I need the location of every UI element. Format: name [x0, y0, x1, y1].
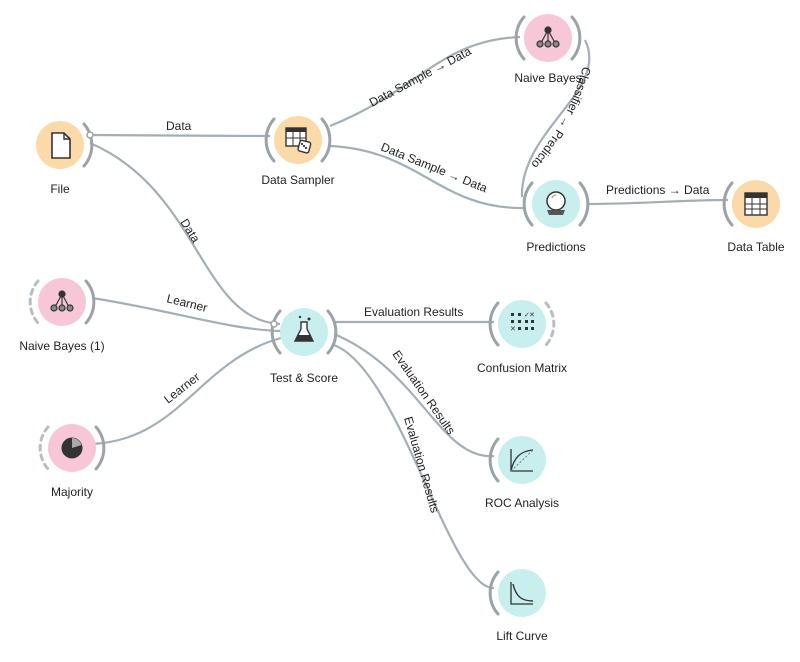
widget-title: Data Sampler	[261, 173, 334, 187]
svg-text:✓: ✓	[524, 311, 530, 319]
output-anchor-arc	[578, 181, 590, 227]
data-table-widget[interactable]: Data Table	[722, 180, 785, 254]
input-anchor-arc	[270, 309, 282, 355]
link-label: Predictions → Data	[606, 183, 710, 197]
roc-curve-icon	[510, 449, 534, 472]
crystal-ball-icon	[546, 191, 566, 215]
output-anchor-arc	[94, 425, 106, 471]
link-label: Evaluation Results	[390, 348, 458, 437]
output-anchor-arc	[544, 301, 556, 347]
svg-text:✕: ✕	[529, 311, 535, 319]
link-label: Evaluation Results	[401, 415, 442, 514]
output-anchor-arc	[84, 279, 96, 325]
link-label: Data Sample → Data	[379, 140, 490, 196]
naive-bayes-1-widget[interactable]: Naive Bayes (1)	[19, 278, 105, 353]
output-anchor-arc	[320, 117, 332, 163]
widget-title: Naive Bayes	[514, 71, 581, 85]
input-anchor-arc	[28, 279, 40, 325]
input-anchor-arc	[514, 15, 526, 61]
link-data-sampler-to-predictions[interactable]: Data Sample → Data	[328, 140, 528, 210]
link-naive-bayes-1-to-test-and-score[interactable]: Learner	[90, 291, 283, 333]
widget-circle	[498, 300, 546, 348]
input-anchor-arc	[722, 181, 734, 227]
svg-text:✕: ✕	[510, 325, 516, 333]
confusion-matrix-widget[interactable]: ✓✕ ✕ Confusion Matrix	[477, 300, 567, 375]
widget-title: ROC Analysis	[485, 496, 559, 510]
naive-bayes-icon	[536, 26, 560, 48]
widget-title: Lift Curve	[496, 629, 548, 643]
output-anchor[interactable]	[86, 131, 94, 139]
widget-title: Naive Bayes (1)	[19, 339, 104, 353]
file-widget[interactable]: File	[36, 121, 94, 196]
link-data-sampler-to-naive-bayes[interactable]: Data Sample → Data	[328, 35, 522, 128]
link-label: Learner	[165, 291, 209, 315]
data-sampler-icon	[285, 127, 312, 154]
table-icon	[744, 192, 768, 216]
output-anchor-arc	[570, 15, 582, 61]
confusion-matrix-icon: ✓✕ ✕	[510, 311, 535, 333]
widget-title: Test & Score	[270, 371, 338, 385]
input-anchor-arc	[488, 570, 500, 616]
widget-title: Data Table	[727, 240, 784, 254]
naive-bayes-widget[interactable]: Naive Bayes	[514, 14, 582, 85]
widget-circle	[498, 569, 546, 617]
input-anchor-arc	[38, 425, 50, 471]
output-anchor-arc	[326, 309, 338, 355]
widget-circle	[498, 436, 546, 484]
widget-title: Majority	[51, 485, 93, 499]
data-sampler-widget[interactable]: Data Sampler	[261, 116, 335, 187]
link-predictions-to-data-table[interactable]: Predictions → Data	[585, 183, 730, 206]
widget-title: Predictions	[526, 240, 585, 254]
input-anchor-arc	[264, 117, 276, 163]
predictions-widget[interactable]: Predictions	[522, 180, 590, 254]
link-test-and-score-to-confusion-matrix[interactable]: Evaluation Results	[332, 305, 496, 324]
link-label: Learner	[161, 370, 202, 407]
link-naive-bayes-to-predictions[interactable]: Classifier → Predictors	[0, 0, 594, 199]
input-anchor-arc	[522, 181, 534, 227]
link-label: Data	[166, 119, 192, 133]
link-label: Data Sample → Data	[367, 44, 474, 110]
file-icon	[51, 132, 71, 159]
output-anchor-arc	[82, 122, 94, 168]
input-anchor-arc	[488, 301, 500, 347]
pie-icon	[61, 437, 83, 459]
input-anchor[interactable]	[270, 320, 278, 328]
flask-icon	[293, 315, 315, 342]
link-majority-to-test-and-score[interactable]: Learner	[90, 336, 283, 446]
naive-bayes-icon	[50, 290, 74, 312]
test-and-score-widget[interactable]: Test & Score	[270, 308, 338, 385]
lift-curve-icon	[510, 582, 534, 605]
input-anchor-arc	[488, 437, 500, 483]
widget-title: Confusion Matrix	[477, 361, 567, 375]
widget-title: File	[50, 182, 70, 196]
link-file-to-data-sampler[interactable]: Data	[88, 119, 272, 138]
lift-curve-widget[interactable]: Lift Curve	[488, 569, 548, 643]
majority-widget[interactable]: Majority	[38, 424, 106, 499]
roc-analysis-widget[interactable]: ROC Analysis	[485, 436, 559, 510]
link-label: Data	[177, 216, 202, 245]
link-label: Evaluation Results	[364, 305, 463, 319]
